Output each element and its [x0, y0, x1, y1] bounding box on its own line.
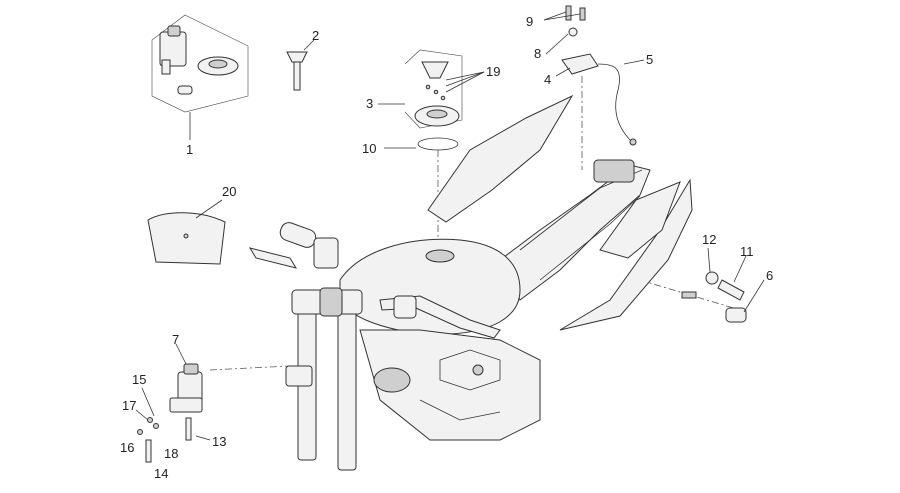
- callout-18: 18: [164, 446, 178, 461]
- ignition-key-head: [167, 25, 181, 37]
- left-grip: [279, 222, 317, 248]
- rear-subframe: [499, 159, 651, 301]
- helmet-bag-part[interactable]: [147, 199, 226, 265]
- callout-6: 6: [766, 268, 773, 283]
- filler-cap-center: [426, 109, 448, 119]
- washer-8: [568, 27, 578, 37]
- callout-7: 7: [172, 332, 179, 347]
- rear-bracket-group[interactable]: [681, 247, 765, 323]
- right-rear-fairing: [559, 178, 693, 331]
- brake-reservoir: [313, 237, 339, 269]
- callout-4: 4: [544, 72, 551, 87]
- seat-release-cable-group[interactable]: [543, 5, 645, 146]
- ignition-switch-mount: [161, 59, 171, 75]
- fork-leg-right: [337, 299, 357, 471]
- release-bracket-4: [561, 53, 599, 75]
- key-part[interactable]: [286, 39, 315, 91]
- key-blade: [293, 61, 301, 91]
- bolt-13: [185, 417, 192, 441]
- tank-gasket-ring: [417, 137, 459, 151]
- tank-filler-opening: [425, 249, 455, 263]
- bushing-12: [705, 271, 719, 285]
- callout-19: 19: [486, 64, 500, 79]
- main-frame: [359, 329, 541, 441]
- main-frame-tank: [339, 238, 541, 441]
- lock-cylinder-small: [177, 85, 193, 95]
- callout-14: 14: [154, 466, 168, 481]
- kit-outline: [151, 14, 249, 113]
- bolt-14: [145, 439, 152, 463]
- pin-18: [153, 423, 159, 429]
- rubber-grommet-6: [725, 307, 747, 323]
- left-rear-fairing: [427, 94, 574, 223]
- tank-gasket-part[interactable]: [384, 137, 459, 151]
- screw-9b: [579, 7, 586, 21]
- brake-lever: [248, 247, 298, 269]
- front-fork-group: [248, 222, 501, 471]
- screw-9a: [565, 5, 572, 21]
- key-head: [286, 51, 308, 63]
- spring-17: [147, 417, 153, 423]
- fuel-tank: [339, 238, 521, 335]
- callout-2: 2: [312, 28, 319, 43]
- callout-13: 13: [212, 434, 226, 449]
- callout-17: 17: [122, 398, 136, 413]
- rear-fairing-group: [427, 94, 693, 331]
- fuel-filler-cap-group[interactable]: [378, 49, 485, 129]
- callout-1: 1: [186, 142, 193, 157]
- callout-5: 5: [646, 52, 653, 67]
- callout-labels: 1 2 3 4 5 6 7 8 9 10 11 12 13 14 15 16 1…: [120, 14, 773, 481]
- ignition-lock-kit-group[interactable]: [151, 14, 249, 140]
- callout-11: 11: [740, 244, 754, 259]
- bracket-11: [717, 279, 745, 301]
- steering-lock-group[interactable]: [135, 343, 211, 463]
- callout-20: 20: [222, 184, 236, 199]
- callout-3: 3: [366, 96, 373, 111]
- callout-16: 16: [120, 440, 134, 455]
- callout-8: 8: [534, 46, 541, 61]
- tail-fairing-inner: [599, 181, 681, 259]
- callout-15: 15: [132, 372, 146, 387]
- release-cable-5: [597, 63, 633, 143]
- washer-16: [137, 429, 143, 435]
- callout-9: 9: [526, 14, 533, 29]
- fuel-cap-lock-center: [208, 59, 228, 69]
- filler-cap-flap: [421, 61, 449, 79]
- callout-10: 10: [362, 141, 376, 156]
- callout-12: 12: [702, 232, 716, 247]
